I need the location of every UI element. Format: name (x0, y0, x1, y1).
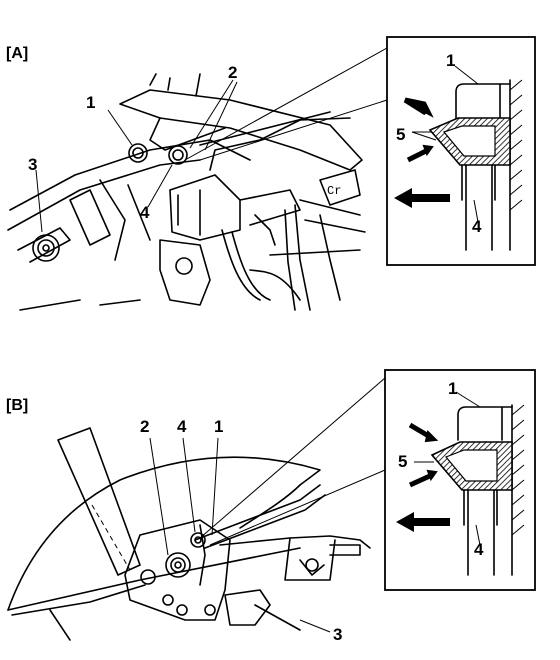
panel-b-callout-2: 2 (140, 417, 149, 436)
panel-a: [A] (6, 36, 536, 311)
panel-a-assembly-drawing: Cr (7, 47, 388, 311)
panel-b-assembly-drawing (7, 377, 386, 641)
panel-b-detail-inset (384, 369, 536, 591)
panel-a-callout-1: 1 (86, 93, 95, 112)
panel-a-callout-4: 4 (140, 203, 150, 222)
panel-a-inset-callout-1: 1 (446, 51, 455, 70)
panel-b: [B] (6, 369, 536, 644)
panel-a-callout-3: 3 (28, 155, 37, 174)
panel-a-inset-callout-4: 4 (472, 217, 482, 236)
panel-b-section-label: [B] (6, 397, 28, 414)
panel-a-detail-inset (386, 36, 536, 266)
panel-b-inset-callout-1: 1 (448, 379, 457, 398)
panel-b-callout-4: 4 (177, 417, 187, 436)
panel-a-callout-2: 2 (228, 63, 237, 82)
panel-b-callout-3: 3 (333, 625, 342, 644)
panel-b-inset-callout-5: 5 (398, 452, 407, 471)
svg-text:Cr: Cr (327, 184, 341, 198)
panel-a-inset-callout-5: 5 (396, 125, 405, 144)
panel-b-inset-callout-4: 4 (474, 540, 484, 559)
panel-a-section-label: [A] (6, 45, 28, 62)
panel-b-callout-1: 1 (214, 417, 223, 436)
